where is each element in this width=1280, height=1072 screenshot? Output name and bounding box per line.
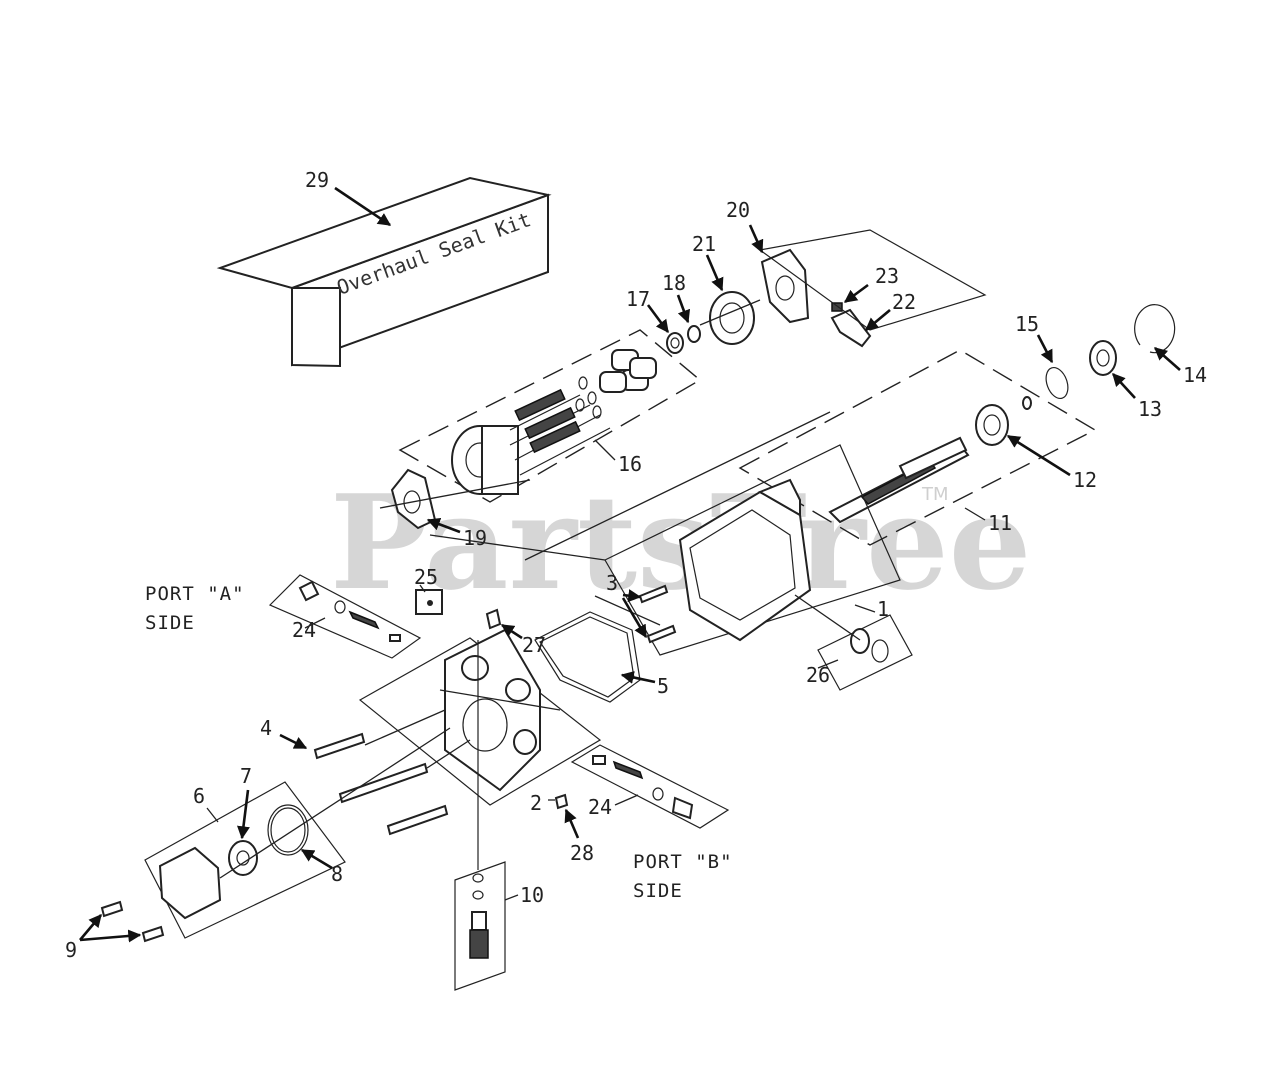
ring-18[interactable]: [687, 325, 701, 343]
bolts-4[interactable]: [313, 732, 449, 836]
input-shaft-group[interactable]: [738, 349, 1097, 546]
callout-15: 15: [1015, 312, 1039, 336]
callout-18: 18: [662, 271, 686, 295]
callout-14: 14: [1183, 363, 1207, 387]
seal-13[interactable]: [1089, 340, 1117, 376]
swashplate-20[interactable]: [760, 248, 810, 324]
callout-12: 12: [1073, 468, 1097, 492]
retaining-ring-14[interactable]: [1134, 304, 1176, 354]
bearing-12[interactable]: [975, 404, 1009, 446]
ring-small-11[interactable]: [1022, 396, 1032, 410]
callout-17: 17: [626, 287, 650, 311]
callout-labels: 29 20 21 23 18 17 22 15 14 13 16 12 11 1…: [65, 168, 1207, 962]
swashplate-frame: [758, 229, 987, 331]
check-valve-a[interactable]: [268, 574, 422, 659]
seal-kit-box[interactable]: Overhaul Seal Kit: [216, 176, 552, 368]
watermark-trademark: TM: [921, 484, 949, 505]
callout-11: 11: [988, 511, 1012, 535]
gerotor-7[interactable]: [228, 840, 258, 876]
piston-assembly[interactable]: [398, 329, 702, 503]
callout-arrows: [79, 186, 1181, 943]
callout-22: 22: [892, 290, 916, 314]
o-ring-8[interactable]: [267, 804, 309, 856]
insert-23[interactable]: [831, 302, 843, 312]
callout-13: 13: [1138, 397, 1162, 421]
center-section[interactable]: [358, 628, 602, 806]
callout-29: 29: [305, 168, 329, 192]
port-a-label: PORT "A": [145, 583, 245, 605]
callout-6: 6: [193, 784, 205, 808]
callout-20: 20: [726, 198, 750, 222]
callout-16: 16: [618, 452, 642, 476]
callout-19: 19: [463, 526, 487, 550]
decal-25[interactable]: [415, 589, 443, 615]
port-side-labels: PORT "A" SIDE PORT "B" SIDE: [145, 583, 733, 902]
bearing-21[interactable]: [709, 291, 755, 345]
ring-15[interactable]: [1042, 365, 1072, 402]
check-valve-b[interactable]: [570, 744, 730, 829]
label-leaders: [206, 439, 986, 901]
plug-28[interactable]: [554, 793, 569, 810]
callout-27: 27: [522, 633, 546, 657]
dowel-pins[interactable]: [638, 584, 677, 644]
shaft-seal-26[interactable]: [817, 614, 913, 691]
callout-21: 21: [692, 232, 716, 256]
trunnion-arm-22[interactable]: [830, 308, 872, 348]
callout-25: 25: [414, 565, 438, 589]
callout-2: 2: [530, 791, 542, 815]
port-b-side-label: SIDE: [633, 880, 683, 902]
cover-screws-9[interactable]: [100, 900, 165, 943]
plug-27[interactable]: [485, 608, 502, 630]
callout-10: 10: [520, 883, 544, 907]
callout-26: 26: [806, 663, 830, 687]
callout-3: 3: [606, 571, 618, 595]
assembly-axis-lines: [219, 299, 861, 879]
callout-8: 8: [331, 862, 343, 886]
gasket-5[interactable]: [534, 611, 641, 703]
bypass-valve-10[interactable]: [454, 640, 506, 991]
callout-1: 1: [877, 597, 889, 621]
callout-23: 23: [875, 264, 899, 288]
callout-7: 7: [240, 764, 252, 788]
callout-24-port-a: 24: [292, 618, 316, 642]
port-a-side-label: SIDE: [145, 612, 195, 634]
cover-plate-6[interactable]: [144, 781, 346, 939]
callout-28: 28: [570, 841, 594, 865]
callout-4: 4: [260, 716, 272, 740]
port-b-label: PORT "B": [633, 851, 733, 873]
pump-housing[interactable]: [604, 444, 901, 656]
callout-5: 5: [657, 674, 669, 698]
callout-24-port-b: 24: [588, 795, 612, 819]
washer-17[interactable]: [666, 332, 684, 354]
callout-9: 9: [65, 938, 77, 962]
